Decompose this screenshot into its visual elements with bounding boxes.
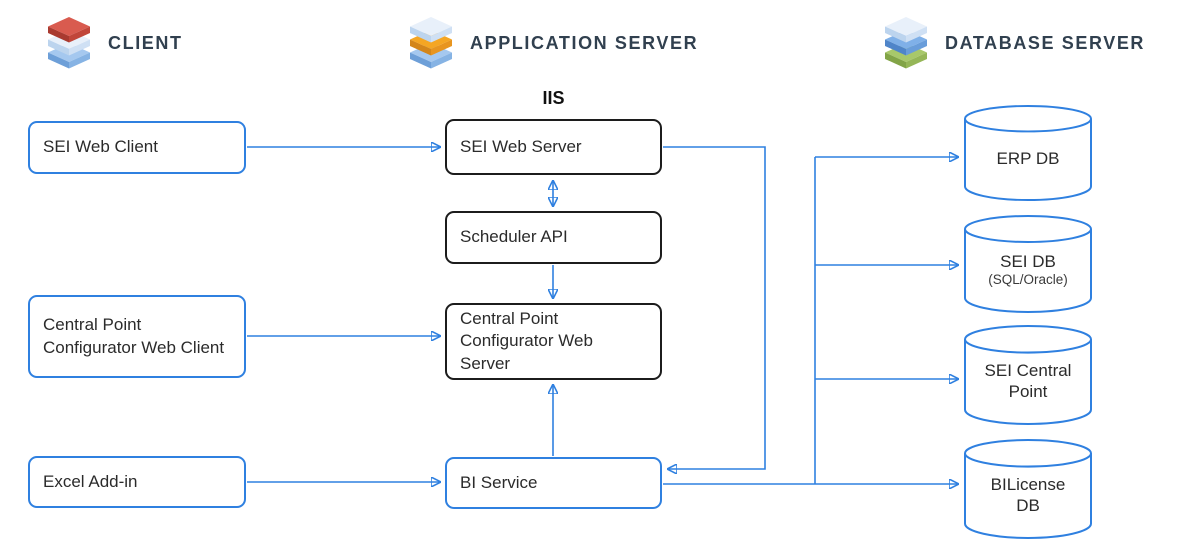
- bilicense-db-cylinder-icon: [964, 439, 1092, 539]
- node-sei-web-client: SEI Web Client: [28, 121, 246, 174]
- client-stack-icon: [48, 17, 90, 69]
- node-sei-central-point: SEI Central Point: [963, 324, 1093, 426]
- header-application-server: APPLICATION SERVER: [408, 16, 698, 70]
- header-database-server-label: DATABASE SERVER: [945, 32, 1146, 53]
- database-server-stack-icon: [885, 17, 927, 69]
- node-erp-db: ERP DB: [963, 104, 1093, 202]
- node-excel-addin: Excel Add-in: [28, 456, 246, 508]
- sei-central-point-cylinder-icon: [964, 325, 1092, 425]
- header-database-server: DATABASE SERVER: [883, 16, 1145, 70]
- node-central-point-configurator-web-server-label: Central Point Configurator Web Server: [460, 309, 593, 373]
- node-sei-db: SEI DB (SQL/Oracle): [963, 214, 1093, 314]
- edge-seiwebserver-biservice: [663, 146, 766, 469]
- header-application-server-label: APPLICATION SERVER: [470, 32, 699, 53]
- node-sei-web-client-label: SEI Web Client: [43, 137, 158, 157]
- sei-db-cylinder-icon: [964, 215, 1092, 313]
- node-sei-web-server: SEI Web Server: [445, 119, 662, 175]
- node-central-point-configurator-web-server: Central Point Configurator Web Server: [445, 303, 662, 380]
- node-scheduler-api: Scheduler API: [445, 211, 662, 264]
- node-excel-addin-label: Excel Add-in: [43, 471, 138, 491]
- iis-label: IIS: [542, 88, 565, 108]
- node-scheduler-api-label: Scheduler API: [460, 227, 568, 247]
- erp-db-cylinder-icon: [964, 104, 1092, 202]
- header-client: CLIENT: [46, 16, 183, 70]
- node-bilicense-db-label: BILicense DB: [990, 474, 1066, 515]
- node-central-point-configurator-web-client: Central Point Configurator Web Client: [28, 295, 246, 378]
- application-server-stack-icon: [410, 17, 452, 69]
- node-erp-db-label: ERP DB: [996, 149, 1060, 169]
- node-sei-central-point-label: SEI Central Point: [984, 360, 1072, 401]
- node-sei-web-server-label: SEI Web Server: [460, 136, 582, 156]
- node-sei-db-label: SEI DB: [1000, 251, 1056, 271]
- node-central-point-configurator-web-client-label: Central Point Configurator Web Client: [43, 315, 225, 357]
- node-sei-db-sublabel: (SQL/Oracle): [988, 272, 1068, 288]
- header-client-label: CLIENT: [108, 32, 183, 53]
- node-bi-service-label: BI Service: [460, 472, 538, 492]
- node-bi-service: BI Service: [445, 457, 662, 509]
- node-bilicense-db: BILicense DB: [963, 438, 1093, 540]
